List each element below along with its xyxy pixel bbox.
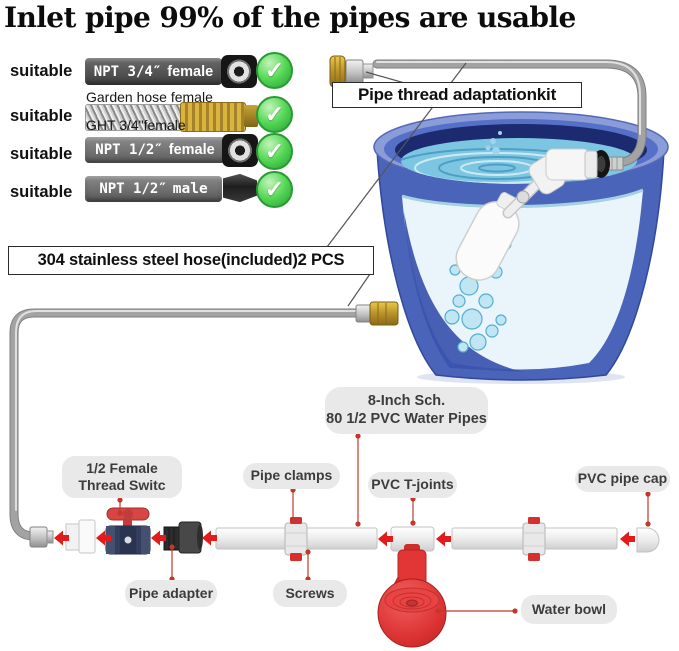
label-pipe-adapter: Pipe adapter <box>125 580 217 607</box>
label-thread-switch: 1/2 Female Thread Switc <box>62 456 182 498</box>
check-glyph: ✓ <box>264 57 285 83</box>
label-pipe-cap: PVC pipe cap <box>575 466 670 492</box>
brass-hex-icon <box>244 105 258 127</box>
label-line: 8-Inch Sch. <box>367 392 446 409</box>
male-fitting-icon <box>223 173 257 203</box>
bucket-illustration <box>373 111 669 384</box>
label-water-bowl: Water bowl <box>521 595 617 624</box>
callout-steel-hose: 304 stainless steel hose(included)2 PCS <box>8 246 374 275</box>
callout-adaptation-kit: Pipe thread adaptationkit <box>332 82 582 108</box>
check-glyph: ✓ <box>264 138 285 164</box>
suitable-label-4: suitable <box>10 183 73 201</box>
female-fitting-icon <box>221 55 257 88</box>
hose-npt-12-male: NPT 1/2″ male <box>85 176 222 202</box>
hose-spec-text: NPT 3/4″ <box>93 63 162 80</box>
left-arrow-icon <box>436 531 451 547</box>
label-screws: Screws <box>273 580 347 607</box>
label-line: 1/2 Female <box>86 459 158 476</box>
pvc-pipe-cap <box>636 527 660 553</box>
hose-npt-12-female: NPT 1/2″ female <box>85 137 225 163</box>
check-glyph: ✓ <box>264 176 285 202</box>
suitable-label-3: suitable <box>10 145 73 163</box>
check-icon: ✓ <box>256 133 293 170</box>
steel-hose-upper <box>372 59 647 168</box>
hose-gender-text: female <box>168 142 215 158</box>
label-line: Thread Switc <box>78 477 166 493</box>
hose-gender-text: male <box>172 181 208 197</box>
check-icon: ✓ <box>256 96 293 133</box>
page-title: Inlet pipe 99% of the pipes are usable <box>4 1 576 34</box>
hose-gender-text: female <box>167 63 214 80</box>
check-icon: ✓ <box>256 171 293 208</box>
garden-hose-caption: Garden hose female <box>86 89 213 105</box>
white-pipe-adapter <box>65 519 96 554</box>
ball-valve <box>105 507 151 555</box>
red-leader-lines <box>117 433 651 614</box>
label-t-joints: PVC T-joints <box>368 472 457 498</box>
steel-hose-lower <box>9 308 397 541</box>
corrugated-hose-icon <box>85 104 182 131</box>
check-icon: ✓ <box>256 52 293 89</box>
water-bowl-illustration <box>377 544 447 648</box>
left-arrow-icon <box>620 531 635 547</box>
float-valve <box>455 148 598 281</box>
black-pipe-adapter <box>163 521 203 554</box>
pipe-clamp-1 <box>284 516 308 562</box>
pipe-clamp-2 <box>522 516 546 562</box>
hose-spec-text: NPT 1/2″ <box>99 181 167 197</box>
suitable-label-2: suitable <box>10 107 73 125</box>
left-arrow-icon <box>202 530 217 546</box>
hose-spec-text: NPT 1/2″ <box>95 142 163 158</box>
upper-hose-fittings <box>329 55 374 88</box>
female-fitting-icon <box>222 134 258 167</box>
ght-caption: GHT 3/4"female <box>86 117 186 133</box>
check-glyph: ✓ <box>264 101 285 127</box>
brass-fitting-icon <box>180 102 246 132</box>
suitable-label-1: suitable <box>10 62 73 80</box>
label-pvc-pipes: 8-Inch Sch. 80 1/2 PVC Water Pipes <box>325 387 488 434</box>
label-pipe-clamps: Pipe clamps <box>243 463 340 489</box>
hose-npt-34-female: NPT 3/4″ female <box>85 58 222 85</box>
splash <box>485 131 502 155</box>
label-line: 80 1/2 PVC Water Pipes <box>326 410 487 427</box>
lower-hose-fittings <box>29 301 399 548</box>
